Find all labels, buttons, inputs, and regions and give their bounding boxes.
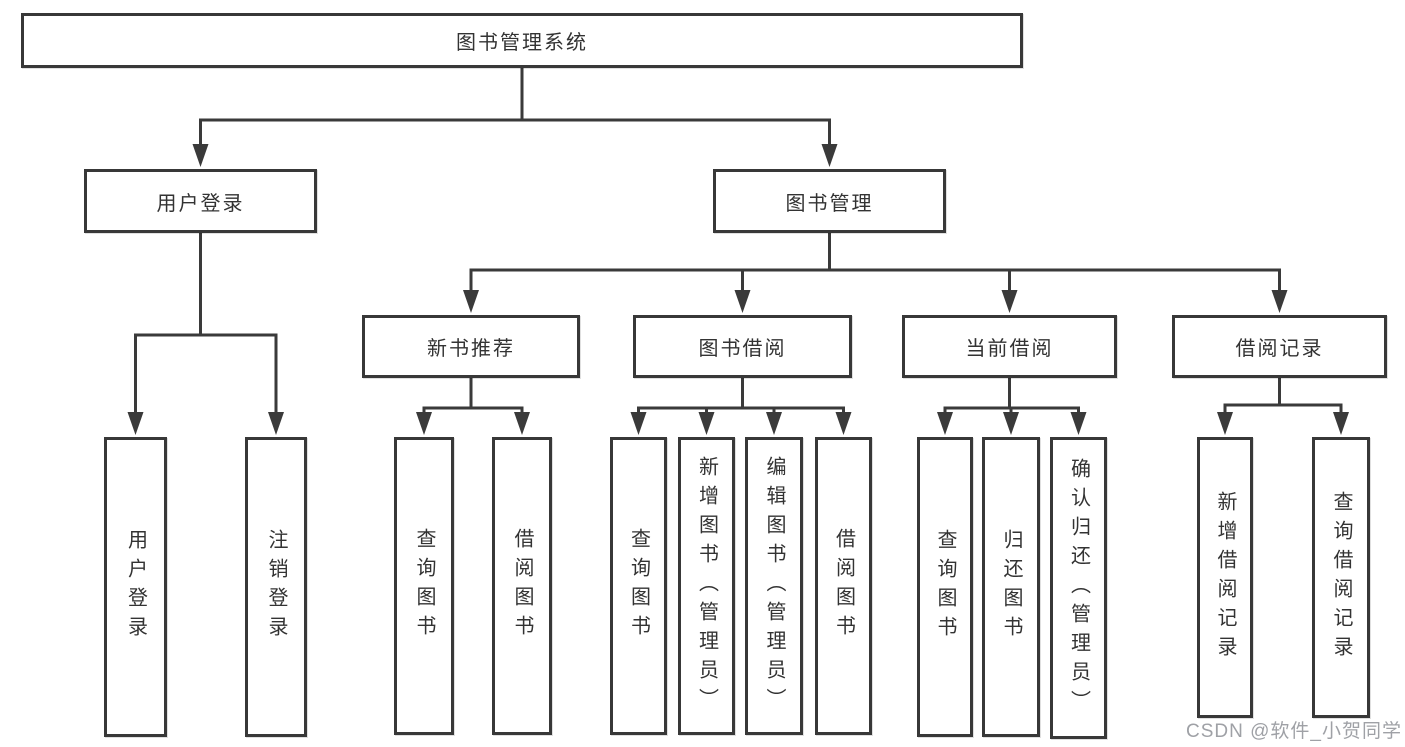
- node-label-new-book-recommend: 新书推荐: [427, 338, 515, 360]
- node-user-login-leaf: 用户登录: [104, 437, 167, 737]
- node-query-books-borrowing: 查询图书: [610, 437, 667, 735]
- node-add-books-admin: 新增图书（管理员）: [678, 437, 735, 735]
- node-label-query-books-recommend: 查询图书: [413, 528, 435, 644]
- node-new-book-recommend: 新书推荐: [362, 315, 580, 378]
- node-label-book-management: 图书管理: [785, 192, 874, 215]
- node-label-user-login: 用户登录: [156, 192, 245, 215]
- node-label-logout-leaf: 注销登录: [265, 529, 287, 645]
- node-return-books: 归还图书: [982, 437, 1040, 737]
- node-label-return-books: 归还图书: [1000, 529, 1022, 645]
- node-query-borrow-record: 查询借阅记录: [1312, 437, 1370, 718]
- node-logout-leaf: 注销登录: [245, 437, 307, 737]
- node-user-login: 用户登录: [84, 169, 317, 233]
- node-label-book-borrowing: 图书借阅: [698, 338, 787, 360]
- node-borrow-books-borrowing: 借阅图书: [815, 437, 872, 735]
- node-query-books-recommend: 查询图书: [394, 437, 454, 735]
- node-library-system: 图书管理系统: [21, 13, 1023, 68]
- node-label-confirm-return-admin: 确认归还（管理员）: [1067, 457, 1090, 719]
- node-label-user-login-leaf: 用户登录: [124, 529, 147, 645]
- node-label-borrowing-records: 借阅记录: [1235, 338, 1324, 360]
- node-borrowing-records: 借阅记录: [1172, 315, 1387, 378]
- node-current-borrowing: 当前借阅: [902, 315, 1117, 378]
- node-label-query-books-borrowing: 查询图书: [627, 528, 650, 644]
- node-label-current-borrowing: 当前借阅: [965, 338, 1054, 360]
- node-label-edit-books-admin: 编辑图书（管理员）: [763, 455, 785, 717]
- node-label-add-books-admin: 新增图书（管理员）: [695, 455, 718, 717]
- node-book-borrowing: 图书借阅: [633, 315, 852, 378]
- node-edit-books-admin: 编辑图书（管理员）: [745, 437, 803, 735]
- node-query-books-current: 查询图书: [917, 437, 973, 737]
- node-borrow-books-recommend: 借阅图书: [492, 437, 552, 735]
- node-label-query-books-current: 查询图书: [934, 529, 956, 645]
- node-book-management: 图书管理: [713, 169, 946, 233]
- node-confirm-return-admin: 确认归还（管理员）: [1050, 437, 1107, 739]
- watermark: CSDN @软件_小贺同学: [1186, 721, 1402, 742]
- node-label-query-borrow-record: 查询借阅记录: [1330, 490, 1352, 665]
- node-add-borrow-record: 新增借阅记录: [1197, 437, 1253, 718]
- node-label-borrow-books-recommend: 借阅图书: [511, 528, 533, 644]
- node-label-add-borrow-record: 新增借阅记录: [1214, 490, 1236, 665]
- node-label-borrow-books-borrowing: 借阅图书: [832, 528, 855, 644]
- node-label-library-system: 图书管理系统: [456, 32, 588, 54]
